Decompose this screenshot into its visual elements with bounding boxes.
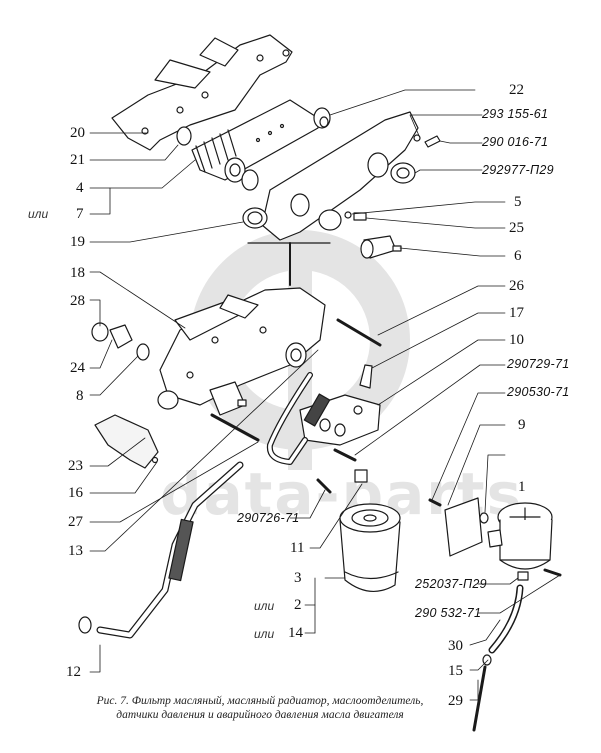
part-17-sensor xyxy=(359,364,373,389)
callout-17: 17 xyxy=(509,305,524,321)
callout-16: 16 xyxy=(68,485,83,501)
part-4-oil-cooler xyxy=(191,99,319,183)
callout-23: 23 xyxy=(68,458,83,474)
callout-24: 24 xyxy=(70,360,85,376)
callout-29: 29 xyxy=(448,693,463,709)
part-26-bolt xyxy=(336,318,382,347)
partnum-290729-71: 290729-71 xyxy=(507,357,570,371)
partnum-290726-71: 290726-71 xyxy=(237,511,300,525)
part-16-clamp xyxy=(151,456,159,464)
callout-22: 22 xyxy=(509,82,524,98)
callout-27: 27 xyxy=(68,514,83,530)
callout-20: 20 xyxy=(70,125,85,141)
callout-8: 8 xyxy=(76,388,84,404)
part-19-pipe xyxy=(242,207,268,229)
part-18-lower-housing xyxy=(157,287,326,410)
part-11-plug xyxy=(354,469,368,483)
part-20-cover-gasket xyxy=(111,34,293,151)
part-3-oil-filter xyxy=(339,503,401,592)
part-hose-sleeve xyxy=(303,393,331,427)
part-nut-292977 xyxy=(390,162,416,184)
part-5-washer xyxy=(344,211,352,219)
partnum-290016-71: 290 016-71 xyxy=(482,135,549,149)
part-1-oil-separator xyxy=(487,502,553,581)
part-bolt-290726 xyxy=(316,478,332,494)
callout-25: 25 xyxy=(509,220,524,236)
callout-9: 9 xyxy=(518,417,526,433)
callout-4: 4 xyxy=(76,180,84,196)
or-label: или xyxy=(254,599,275,613)
caption-line-1: Рис. 7. Фильтр масляный, масляный радиат… xyxy=(96,695,424,707)
callout-7: 7 xyxy=(76,206,84,222)
callout-14: 14 xyxy=(288,625,303,641)
part-nut xyxy=(318,209,342,231)
callout-30: 30 xyxy=(448,638,463,654)
callout-5: 5 xyxy=(514,194,522,210)
part-8-oring xyxy=(136,343,150,361)
partnum-293155-61: 293 155-61 xyxy=(482,107,549,121)
callout-19: 19 xyxy=(70,234,85,250)
figure-caption: Рис. 7. Фильтр масляный, масляный радиат… xyxy=(60,694,460,722)
part-bolt-290016 xyxy=(424,135,441,148)
callout-28: 28 xyxy=(70,293,85,309)
part-25-bolt xyxy=(353,212,367,221)
partnum-290532-71: 290 532-71 xyxy=(415,606,482,620)
callout-11: 11 xyxy=(290,540,305,556)
callout-2: 2 xyxy=(294,597,302,613)
partnum-292977-p29: 292977-П29 xyxy=(482,163,554,177)
caption-line-2: датчики давления и аварийного давления м… xyxy=(116,709,404,721)
leader-lines xyxy=(89,89,561,701)
callout-3: 3 xyxy=(294,570,302,586)
part-sensor-on-housing xyxy=(209,381,247,416)
part-13-hose xyxy=(168,518,194,582)
part-bolt-290729 xyxy=(333,448,357,462)
callout-26: 26 xyxy=(509,278,524,294)
part-9-bracket xyxy=(444,497,483,557)
part-27-bolt xyxy=(210,413,260,442)
part-bolt-290532 xyxy=(543,568,562,577)
part-cooler-oring xyxy=(241,169,259,191)
callout-21: 21 xyxy=(70,152,85,168)
callout-6: 6 xyxy=(514,248,522,264)
part-6-pressure-sensor xyxy=(360,235,402,259)
or-label: или xyxy=(254,627,275,641)
part-24-fitting xyxy=(109,324,133,349)
callout-1: 1 xyxy=(518,479,526,495)
part-30-tube xyxy=(490,586,522,652)
callout-12: 12 xyxy=(66,664,81,680)
part-23-hose xyxy=(94,414,159,469)
part-29-dipstick xyxy=(472,665,487,732)
callout-15: 15 xyxy=(448,663,463,679)
partnum-252037-p29: 252037-П29 xyxy=(415,577,487,591)
partnum-290530-71: 290530-71 xyxy=(507,385,570,399)
part-22-housing xyxy=(261,107,419,241)
part-21-seal xyxy=(176,126,192,146)
callout-18: 18 xyxy=(70,265,85,281)
or-label: или xyxy=(28,207,49,221)
callout-13: 13 xyxy=(68,543,83,559)
part-12-oil-pipe xyxy=(97,462,243,638)
callout-10: 10 xyxy=(509,332,524,348)
